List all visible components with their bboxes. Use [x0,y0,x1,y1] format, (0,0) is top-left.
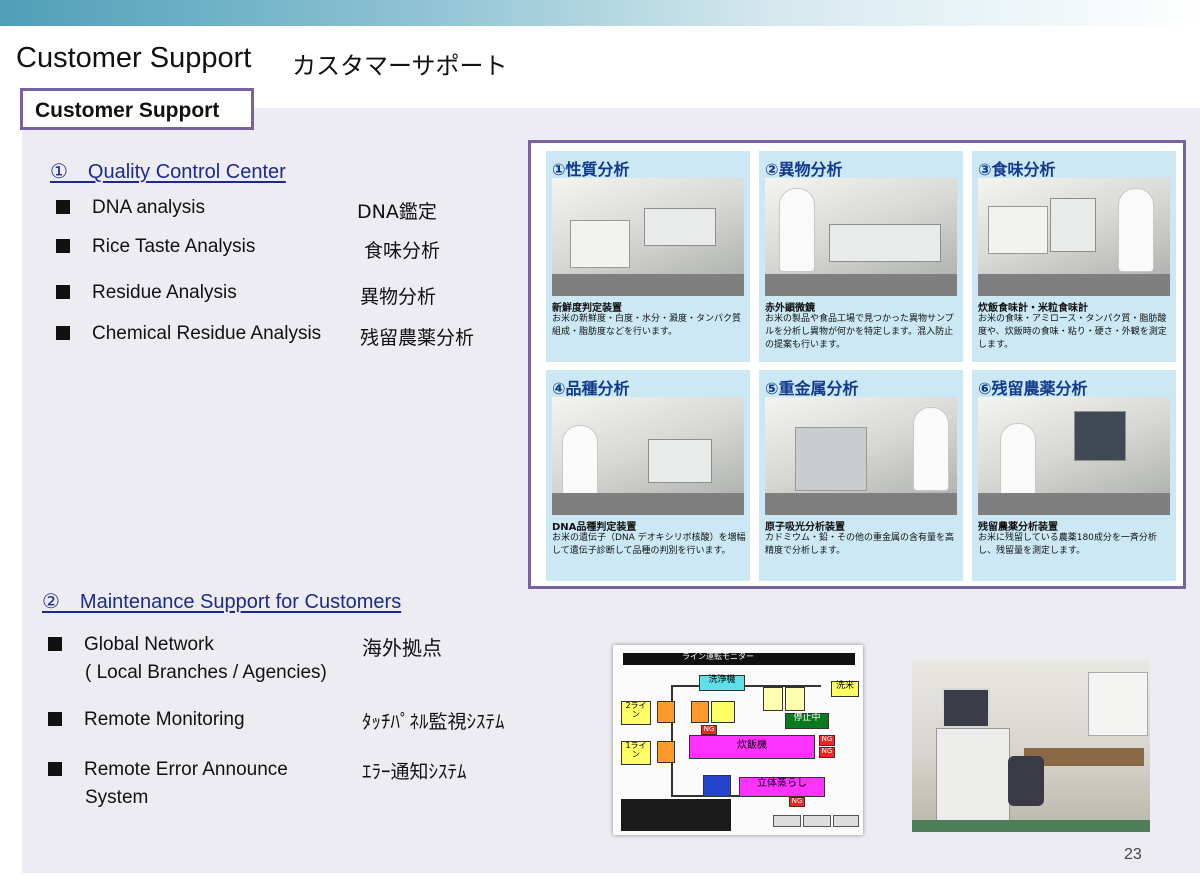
rinse-box: 洗米 [831,681,859,697]
list-item: Remote Monitoring [48,709,245,731]
analysis-description: カドミウム・鉛・その他の重金属の含有量を高精度で分析します。 [765,533,955,556]
section-label: Customer Support [20,88,254,130]
ng-badge: NG [819,735,835,746]
lab-photo [765,178,957,296]
analysis-cell-title: ①性質分析 [552,160,630,179]
header-gradient-bar [0,0,1203,26]
line1-box: 1ライン [621,741,651,765]
analysis-cell-title: ⑥残留農薬分析 [978,379,1088,398]
monitoring-station-photo [912,660,1150,832]
analysis-cell: ④品種分析 DNA品種判定装置 お米の遺伝子（DNA デオキシリボ核酸）を増幅し… [546,370,750,581]
analysis-description: お米に残留している農薬180成分を一斉分析し、残留量を測定します。 [978,533,1157,556]
page-number: 23 [1124,846,1142,863]
list-item-jp: 残留農薬分析 [360,327,475,349]
list-item: Remote Error Announce [48,759,288,781]
bullet-square-icon [48,762,62,776]
list-item-jp: 食味分析 [364,240,441,262]
device-name: DNA品種判定装置 [552,522,637,533]
analysis-cell-title: ⑤重金属分析 [765,379,859,398]
bullet-square-icon [48,712,62,726]
monitor-header: ライン運転モニター [673,652,763,664]
analysis-cell: ⑥残留農薬分析 残留農薬分析装置 お米に残留している農薬180成分を一斉分析し、… [972,370,1176,581]
page-title-japanese: カスタマーサポート [292,52,508,80]
list-item: Global Network [48,634,214,656]
lab-photo [978,178,1170,296]
lab-photo [765,397,957,515]
bullet-square-icon [56,285,70,299]
line2-box: 2ライン [621,701,651,725]
analysis-description: お米の新鮮度・白度・水分・澱度・タンパク質組成・脂肪度などを行います。 [552,314,742,337]
bullet-square-icon [56,200,70,214]
device-name: 原子吸光分析装置 [765,522,845,533]
device-name: 赤外顕微鏡 [765,303,815,314]
list-item-continued: ( Local Branches / Agencies) [85,662,327,683]
analysis-cell: ①性質分析 新鮮度判定装置 お米の新鮮度・白度・水分・澱度・タンパク質組成・脂肪… [546,151,750,362]
lab-photo [978,397,1170,515]
page-title: Customer Support [16,42,252,74]
analysis-cell: ②異物分析 赤外顕微鏡 お米の製品や食品工場で見つかった異物サンプルを分析し異物… [759,151,963,362]
list-item-jp: 異物分析 [360,286,437,308]
list-item-jp: ﾀｯﾁﾊﾟﾈﾙ監視ｼｽﾃﾑ [362,711,505,733]
wash-machine-box: 洗浄機 [699,675,745,691]
ng-badge: NG [789,797,805,807]
analysis-cell: ③食味分析 炊飯食味計・米粒食味計 お米の食味・アミロース・タンパク質・脂肪酸度… [972,151,1176,362]
analysis-cell-title: ②異物分析 [765,160,843,179]
list-item: Residue Analysis [56,282,237,304]
device-name: 残留農薬分析装置 [978,522,1058,533]
analysis-description: お米の遺伝子（DNA デオキシリボ核酸）を増幅して遺伝子診断して品種の判別を行い… [552,533,746,556]
quality-heading: ① Quality Control Center [50,161,286,183]
bullet-square-icon [56,326,70,340]
list-item: DNA analysis [56,197,205,219]
ng-badge: NG [819,747,835,758]
status-badge: 停止中 [785,713,829,729]
list-item-jp: DNA鑑定 [357,201,437,223]
list-item-continued: System [85,787,149,808]
analysis-description: お米の食味・アミロース・タンパク質・脂肪酸度や、炊飯時の食味・粘り・硬さ・外観を… [978,314,1167,350]
device-name: 新鮮度判定装置 [552,303,622,314]
ng-badge: NG [701,725,717,735]
bullet-square-icon [48,637,62,651]
list-item: Rice Taste Analysis [56,236,255,258]
analysis-cell-title: ④品種分析 [552,379,630,398]
list-item-jp: ｴﾗｰ通知ｼｽﾃﾑ [362,761,467,783]
cooling-box: 立体蒸らし [739,777,825,797]
device-name: 炊飯食味計・米粒食味計 [978,303,1088,314]
cooker-box: 炊飯機 [689,735,815,759]
list-item-jp: 海外拠点 [362,636,442,660]
bullet-square-icon [56,239,70,253]
analysis-cell-title: ③食味分析 [978,160,1056,179]
lab-photo [552,178,744,296]
analysis-description: お米の製品や食品工場で見つかった異物サンプルを分析し異物が何かを特定します。混入… [765,314,954,350]
monitoring-panel-screenshot: ライン運転モニター 洗浄機 洗米 2ライン 1ライン 停止中 炊飯機 NG NG… [613,645,863,835]
analysis-figure: ①性質分析 新鮮度判定装置 お米の新鮮度・白度・水分・澱度・タンパク質組成・脂肪… [528,140,1186,589]
analysis-cell: ⑤重金属分析 原子吸光分析装置 カドミウム・鉛・その他の重金属の含有量を高精度で… [759,370,963,581]
list-item: Chemical Residue Analysis [56,323,321,345]
maintenance-heading: ② Maintenance Support for Customers [42,591,402,613]
lab-photo [552,397,744,515]
